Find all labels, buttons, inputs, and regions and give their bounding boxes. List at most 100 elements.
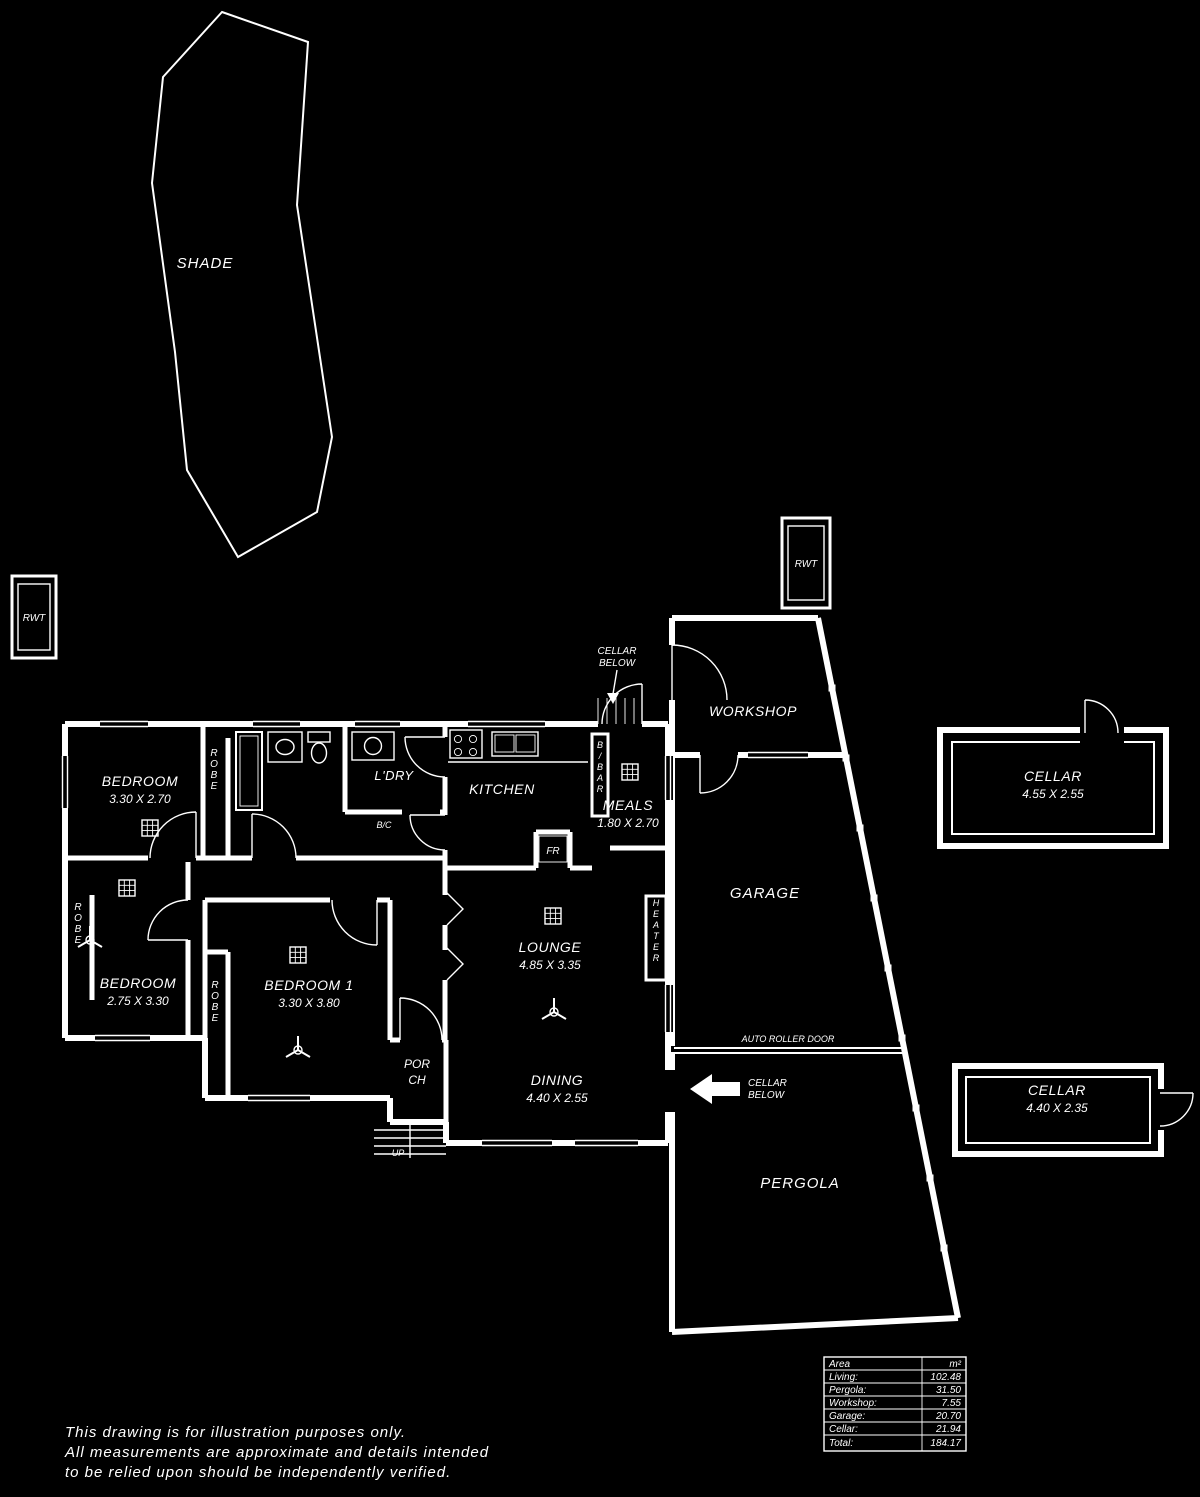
room-label-dining: DINING	[531, 1072, 584, 1088]
toilet-icon	[307, 731, 331, 764]
room-label-workshop: WORKSHOP	[709, 703, 797, 719]
room-label-bedroom-top: BEDROOM	[102, 773, 179, 789]
window	[663, 985, 673, 1032]
room-label-porch-1: POR	[404, 1057, 430, 1071]
window	[60, 756, 70, 808]
labels: SHADE RWT RWT BEDROOM 3.30 X 2.70 BEDROO…	[23, 255, 1088, 1192]
room-label-bedroom-1: BEDROOM 1	[264, 977, 353, 993]
sink-icon	[491, 731, 539, 757]
windows	[60, 719, 808, 1148]
room-label-garage: GARAGE	[730, 885, 800, 902]
row-label: Garage:	[829, 1411, 865, 1422]
table-row: Pergola: 31.50	[829, 1385, 961, 1396]
row-value: 184.17	[930, 1438, 961, 1449]
room-dims-dining: 4.40 X 2.55	[526, 1091, 588, 1105]
ceiling-fan-icon	[541, 998, 567, 1020]
area-table-header-unit: m²	[949, 1359, 961, 1370]
vent-icon	[141, 819, 159, 837]
area-table: Area m² Living: 102.48 Pergola: 31.50 Wo…	[823, 1356, 967, 1452]
room-dims-lounge: 4.85 X 3.35	[519, 958, 581, 972]
room-label-lounge: LOUNGE	[519, 939, 582, 955]
garage-door	[699, 754, 739, 794]
window	[100, 719, 148, 729]
room-label-kitchen: KITCHEN	[469, 781, 535, 797]
workshop-door	[671, 644, 728, 701]
auto-roller-door-line	[674, 1047, 904, 1054]
room-label-bedroom-left: BEDROOM	[100, 975, 177, 991]
disclaimer-line-1: This drawing is for illustration purpose…	[65, 1424, 406, 1441]
row-value: 7.55	[942, 1398, 962, 1409]
room-dims-meals: 1.80 X 2.70	[597, 816, 659, 830]
cellar-upper-structure	[937, 720, 1169, 849]
window	[663, 756, 673, 800]
room-dims-bedroom-1: 3.30 X 3.80	[278, 996, 340, 1010]
room-label-meals: MEALS	[603, 797, 654, 813]
cellar-below-right-1: CELLAR	[748, 1078, 787, 1089]
boundary-ticks	[828, 684, 948, 1252]
fridge-label: FR	[546, 846, 559, 857]
hall-door	[409, 814, 446, 851]
table-row: Cellar: 21.94	[829, 1424, 961, 1435]
heater-niche	[644, 894, 668, 982]
bedroom-1-door	[331, 899, 378, 946]
bedroom-left-door	[147, 899, 189, 941]
cellar-below-top-2: BELOW	[599, 658, 637, 669]
area-table-header-area: Area	[828, 1359, 851, 1370]
lounge-bifold-icons	[446, 892, 464, 981]
room-label-cellar-lower: CELLAR	[1028, 1082, 1086, 1098]
cellar-lower-door	[1159, 1092, 1194, 1127]
row-label: Pergola:	[829, 1385, 866, 1396]
ceiling-fan-icon	[285, 1036, 311, 1058]
row-value: 102.48	[930, 1372, 961, 1383]
auto-roller-door-label: AUTO ROLLER DOOR	[741, 1034, 835, 1044]
room-dims-bedroom-top: 3.30 X 2.70	[109, 792, 171, 806]
entry-cellar-steps	[597, 698, 635, 724]
vent-icon	[118, 879, 136, 897]
rwt-left	[10, 574, 58, 660]
disclaimer-line-2: All measurements are approximate and det…	[64, 1444, 489, 1461]
window	[253, 719, 300, 729]
row-label: Living:	[829, 1372, 858, 1383]
row-label: Cellar:	[829, 1424, 858, 1435]
window	[95, 1033, 150, 1043]
row-value: 21.94	[935, 1424, 961, 1435]
shade-label: SHADE	[177, 255, 234, 272]
disclaimer: This drawing is for illustration purpose…	[64, 1424, 489, 1481]
window	[248, 1093, 310, 1103]
cellar-upper-door	[1084, 699, 1119, 734]
row-label: Total:	[829, 1438, 853, 1449]
cellar-lower-structure	[952, 1063, 1166, 1157]
breakfast-bar	[590, 732, 610, 818]
interior-walls	[65, 724, 668, 1122]
room-dims-cellar-upper: 4.55 X 2.55	[1022, 787, 1084, 801]
room-dims-cellar-lower: 4.40 X 2.35	[1026, 1101, 1088, 1115]
rwt-left-label: RWT	[23, 613, 46, 624]
ceiling-fan-icon	[77, 926, 103, 948]
vent-icon	[544, 907, 562, 925]
room-label-pergola: PERGOLA	[760, 1175, 840, 1192]
window	[575, 1138, 638, 1148]
stairs-and-arrows	[374, 669, 740, 1158]
laundry-trough-icon	[351, 731, 395, 761]
window	[482, 1138, 552, 1148]
vanity-icon	[267, 731, 303, 763]
table-row: Garage: 20.70	[829, 1411, 961, 1422]
table-row: Total: 184.17	[829, 1438, 961, 1449]
cellar-below-arrow-left	[690, 1074, 740, 1104]
table-row: Workshop: 7.55	[829, 1398, 961, 1409]
bedroom-top-door	[149, 811, 197, 859]
room-dims-bedroom-left: 2.75 X 3.30	[106, 994, 169, 1008]
room-label-porch-2: CH	[408, 1073, 426, 1087]
cellar-below-right-2: BELOW	[748, 1090, 786, 1101]
row-value: 31.50	[936, 1385, 961, 1396]
room-label-cellar-upper: CELLAR	[1024, 768, 1082, 784]
window	[468, 719, 545, 729]
vent-icon	[621, 763, 639, 781]
